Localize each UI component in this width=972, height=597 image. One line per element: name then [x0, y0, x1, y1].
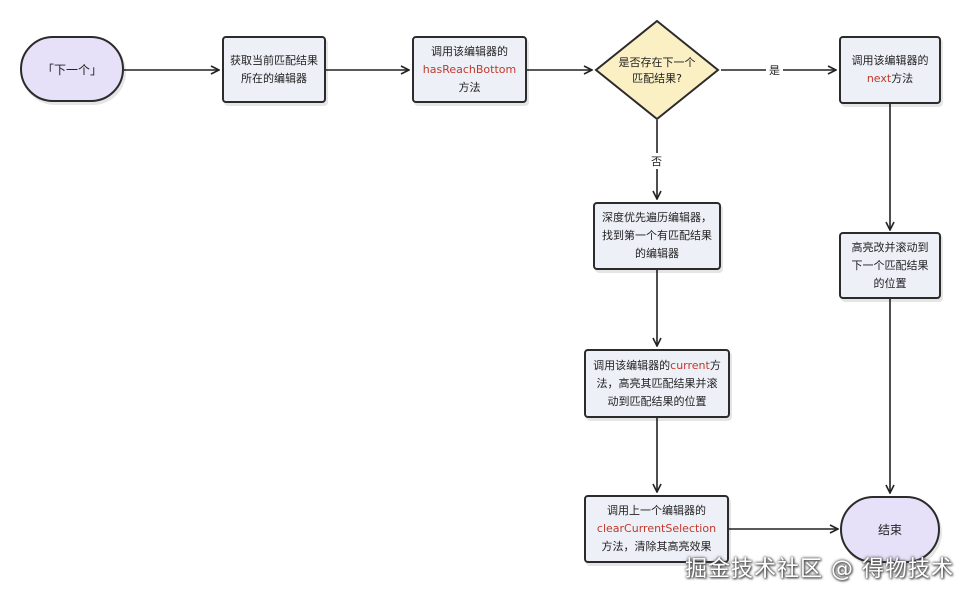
end-node-label: 结束: [877, 523, 902, 537]
call-current-node: 调用该编辑器的current方法，高亮其匹配结果并滚动到匹配结果的位置: [584, 349, 730, 418]
watermark: 掘金技术社区 @ 得物技术: [685, 557, 954, 582]
highlight-scroll-next-label: 高亮改并滚动到下一个匹配结果的位置: [851, 240, 929, 290]
dfs-editors-label: 深度优先遍历编辑器，找到第一个有匹配结果的编辑器: [602, 211, 712, 260]
get-editor-node: 获取当前匹配结果所在的编辑器: [222, 36, 326, 103]
get-editor-label: 获取当前匹配结果所在的编辑器: [230, 53, 318, 85]
call-current-label: 调用该编辑器的current方法，高亮其匹配结果并滚动到匹配结果的位置: [593, 358, 721, 408]
decision-diamond-shape: [594, 19, 720, 121]
dfs-editors-node: 深度优先遍历编辑器，找到第一个有匹配结果的编辑器: [593, 202, 721, 270]
method-name-next: next: [866, 72, 892, 85]
method-name-clear-current-selection: clearCurrentSelection: [596, 522, 717, 535]
highlight-scroll-next-node: 高亮改并滚动到下一个匹配结果的位置: [839, 232, 941, 299]
start-node: 「下一个」: [20, 36, 124, 102]
decision-node: 是否存在下一个匹配结果?: [616, 42, 698, 100]
start-node-label: 「下一个」: [41, 62, 102, 77]
method-name-has-reach-bottom: hasReachBottom: [422, 62, 517, 76]
edge-label-yes: 是: [766, 62, 783, 78]
end-node: 结束: [840, 496, 940, 563]
method-name-current: current: [670, 358, 710, 372]
edge-label-no: 否: [648, 153, 665, 169]
decision-label: 是否存在下一个匹配结果?: [618, 56, 696, 85]
